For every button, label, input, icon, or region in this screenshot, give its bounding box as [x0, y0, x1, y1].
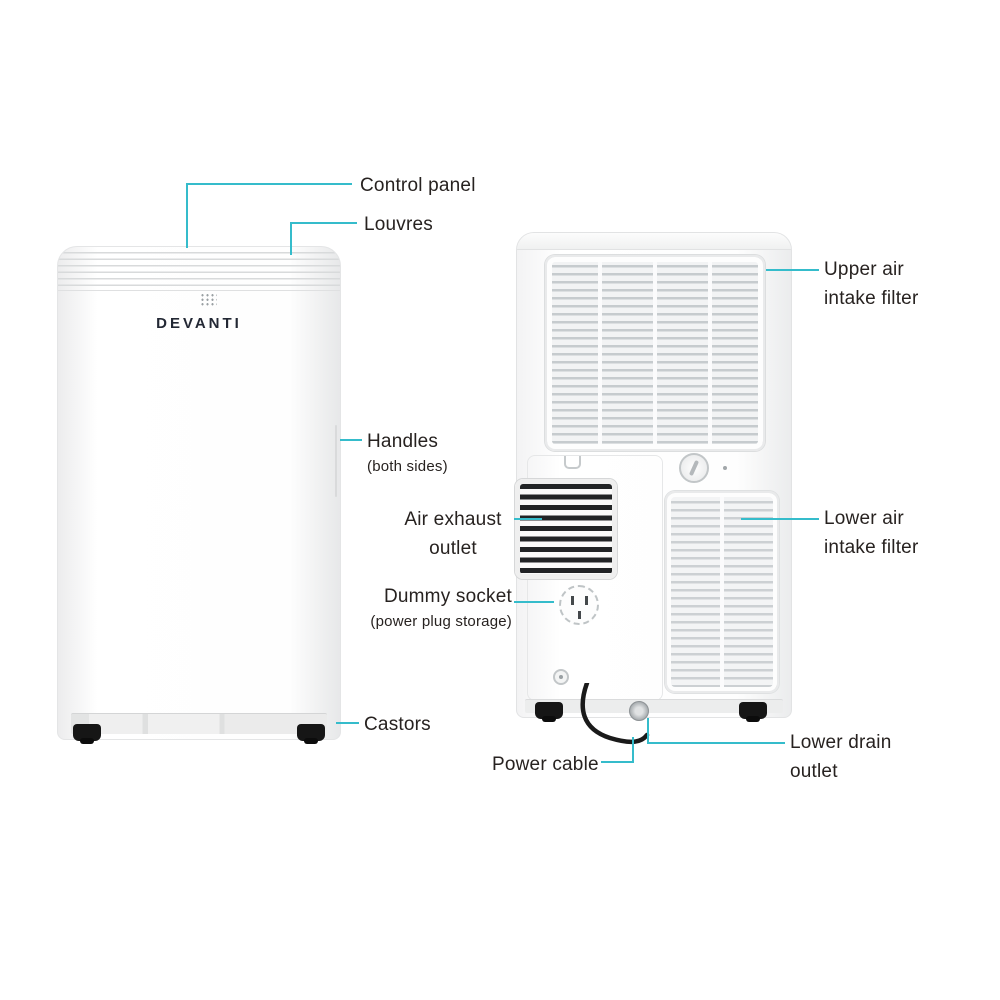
louvres-leader-line	[290, 222, 357, 224]
castor-wheel	[73, 724, 101, 744]
callout-label: Dummy socket	[383, 586, 512, 607]
handles-leader-line	[340, 439, 362, 441]
upper-drain-cap	[553, 669, 569, 685]
louvres-leader-line	[290, 222, 292, 255]
lower-drain-outlet	[629, 701, 649, 721]
callout-louvres: Louvres	[364, 211, 433, 240]
drain-knob	[679, 453, 709, 483]
air-exhaust-grille	[515, 479, 617, 579]
callout-control-panel: Control panel	[360, 172, 476, 201]
callout-label: Power cable	[492, 754, 599, 775]
castor-wheel	[297, 724, 325, 744]
dummy-socket-leader-line	[514, 601, 554, 603]
callout-upper-air-intake-filter: Upper air intake filter	[824, 256, 936, 313]
castors-leader-line	[336, 722, 359, 724]
front-castor-base	[71, 713, 327, 734]
callout-sublabel: (both sides)	[367, 457, 448, 475]
brand-logo: DEVANTI	[156, 315, 242, 332]
callout-label: Lower drain outlet	[790, 732, 892, 782]
front-view-unit: DEVANTI	[57, 246, 341, 744]
dummy-socket	[559, 585, 599, 625]
callout-label: Upper air intake filter	[824, 259, 919, 309]
callout-power-cable: Power cable	[492, 751, 599, 780]
callout-dummy-socket: Dummy socket (power plug storage)	[302, 583, 512, 632]
castor-wheel	[535, 702, 563, 722]
upper-air-intake-leader-line	[766, 269, 819, 271]
back-view-unit	[515, 232, 792, 745]
back-top-cap	[517, 233, 791, 250]
knob-indicator-dot	[723, 466, 727, 470]
control-panel-leader-line	[186, 183, 352, 185]
control-panel-leader-line	[186, 183, 188, 248]
castor-wheel	[739, 702, 767, 722]
lower-air-intake-leader-line	[741, 518, 819, 520]
callout-label: Air exhaust outlet	[404, 509, 502, 559]
lower-drain-leader-line	[647, 718, 649, 744]
callout-label: Handles	[367, 431, 439, 452]
side-handle-groove	[335, 425, 337, 497]
speaker-indicator-dots	[200, 293, 217, 306]
lower-air-intake-filter	[665, 491, 779, 693]
handle-cutout	[564, 456, 581, 469]
callout-air-exhaust-outlet: Air exhaust outlet	[394, 506, 512, 563]
callout-label: Castors	[364, 714, 431, 735]
power-cable	[580, 683, 650, 745]
power-cable-leader-line	[601, 761, 634, 763]
top-louvres	[58, 247, 340, 291]
callout-sublabel: (power plug storage)	[370, 612, 512, 630]
power-cable-leader-line	[632, 737, 634, 763]
callout-lower-air-intake-filter: Lower air intake filter	[824, 505, 936, 562]
back-castor-base	[525, 699, 783, 713]
callout-label: Louvres	[364, 214, 433, 235]
callout-castors: Castors	[364, 711, 431, 740]
upper-air-intake-filter	[545, 255, 765, 451]
lower-drain-leader-line	[647, 742, 785, 744]
callout-label: Lower air intake filter	[824, 508, 919, 558]
air-exhaust-leader-line	[514, 518, 542, 520]
callout-handles: Handles (both sides)	[367, 428, 448, 477]
callout-label: Control panel	[360, 175, 476, 196]
callout-lower-drain-outlet: Lower drain outlet	[790, 729, 908, 786]
